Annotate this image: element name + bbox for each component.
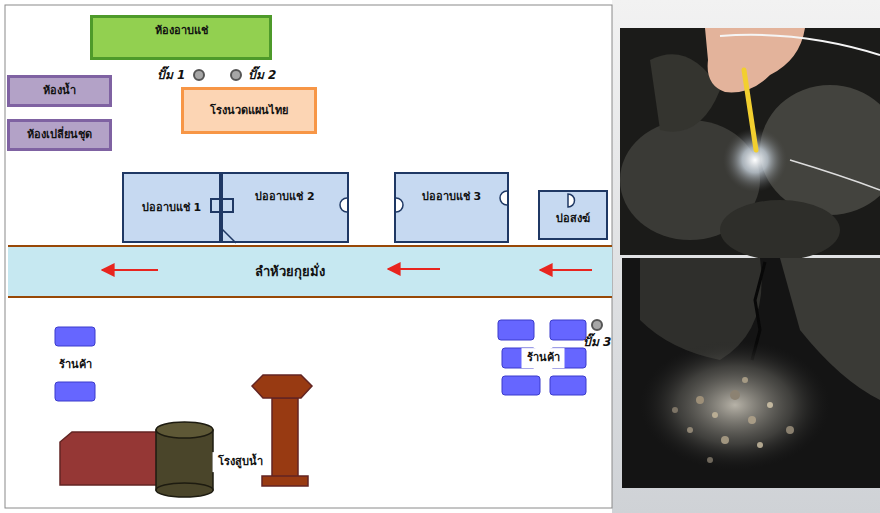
inlet-symbol xyxy=(500,191,507,205)
pump-symbol xyxy=(592,320,602,330)
pebble xyxy=(786,426,794,434)
box-text: บ่ออาบแช่ 3 xyxy=(422,190,481,204)
pool-edge-line xyxy=(222,229,236,243)
light-spot xyxy=(640,340,830,470)
shop-stall xyxy=(55,327,95,346)
box-text: ลำห้วยกุยมั่ง xyxy=(255,264,325,280)
inlet-symbol xyxy=(396,198,403,212)
label-text: ร้านค้า xyxy=(522,348,565,368)
pool-fill xyxy=(538,190,608,240)
pool-box: บ่ออาบแช่ 3 xyxy=(394,172,509,243)
building-box: โรงนวดแผนไทย xyxy=(181,87,317,134)
pebble xyxy=(712,412,718,418)
pool-box: บ่ออาบแช่ 1 xyxy=(122,172,221,243)
pebble xyxy=(757,442,763,448)
pebble xyxy=(707,457,713,463)
pebble xyxy=(696,396,704,404)
rock xyxy=(720,200,840,260)
pebble xyxy=(721,436,729,444)
pool-fill xyxy=(394,172,509,243)
room-box: ห้องอาบแช่ xyxy=(90,15,272,60)
pump-house-building xyxy=(60,432,160,485)
rock-photo xyxy=(622,258,880,488)
pebble xyxy=(742,377,748,383)
flow-arrow xyxy=(540,269,592,271)
box-text: ห้องน้ำ xyxy=(43,84,76,98)
pump-symbol xyxy=(231,70,241,80)
box-text: ห้องเปลี่ยนชุด xyxy=(27,128,92,142)
pebble xyxy=(687,427,693,433)
box-text: บ่ออาบแช่ 1 xyxy=(142,201,201,215)
label-text: ปั๊ม 2 xyxy=(248,68,277,83)
label-text: ปั๊ม 1 xyxy=(157,68,186,83)
stream-bank xyxy=(8,245,612,247)
box-text: บ่ออาบแช่ 2 xyxy=(255,190,314,204)
pebble xyxy=(767,402,773,408)
room-box: ห้องน้ำ xyxy=(7,75,112,107)
box-text: ห้องอาบแช่ xyxy=(155,24,208,38)
pool-box: บ่ออาบแช่ 2 xyxy=(221,172,349,243)
inlet-symbol xyxy=(340,198,347,212)
building-label: โรงสูบน้ำ xyxy=(213,452,268,472)
stream-water xyxy=(8,247,612,297)
shop-label: ร้านค้า xyxy=(522,348,565,368)
pebble xyxy=(748,416,756,424)
shop-stall xyxy=(502,376,540,395)
water-tank-top xyxy=(156,422,213,438)
pump-label: ปั๊ม 1 xyxy=(157,68,186,83)
panel-frame xyxy=(5,5,612,508)
pump-symbol xyxy=(194,70,204,80)
label-text: ร้านค้า xyxy=(54,355,97,375)
pump-label: ปั๊ม 3 xyxy=(583,335,612,350)
water-tank xyxy=(156,483,213,497)
shop-stall xyxy=(550,320,586,340)
pump-label: ปั๊ม 2 xyxy=(248,68,277,83)
pool-fill xyxy=(221,172,349,243)
pool-fill xyxy=(122,172,221,243)
cable xyxy=(720,35,880,55)
shop-label: ร้านค้า xyxy=(54,355,97,375)
label-text: ปั๊ม 3 xyxy=(583,335,612,350)
stream-band: ลำห้วยกุยมั่ง xyxy=(8,248,572,296)
cable xyxy=(790,160,880,190)
water-tower xyxy=(272,398,298,478)
shop-stall xyxy=(55,382,95,401)
pebble xyxy=(672,407,678,413)
pool-box: บ่อสงฆ์ xyxy=(538,190,608,240)
water-tower-base xyxy=(262,476,308,486)
pen xyxy=(744,70,756,150)
flow-arrow xyxy=(102,269,158,271)
slide-background xyxy=(612,0,880,513)
box-text: บ่อสงฆ์ xyxy=(556,212,590,226)
flow-arrow xyxy=(388,268,440,270)
stream-bank xyxy=(8,296,612,298)
water-tank xyxy=(156,430,213,490)
pebble xyxy=(730,390,740,400)
box-text: โรงนวดแผนไทย xyxy=(210,104,288,118)
label-text: โรงสูบน้ำ xyxy=(213,452,268,472)
shop-stall xyxy=(498,320,534,340)
water-tower-head xyxy=(252,375,312,398)
inlet-symbol xyxy=(568,194,575,207)
shop-stall xyxy=(550,376,586,395)
room-box: ห้องเปลี่ยนชุด xyxy=(7,119,112,151)
